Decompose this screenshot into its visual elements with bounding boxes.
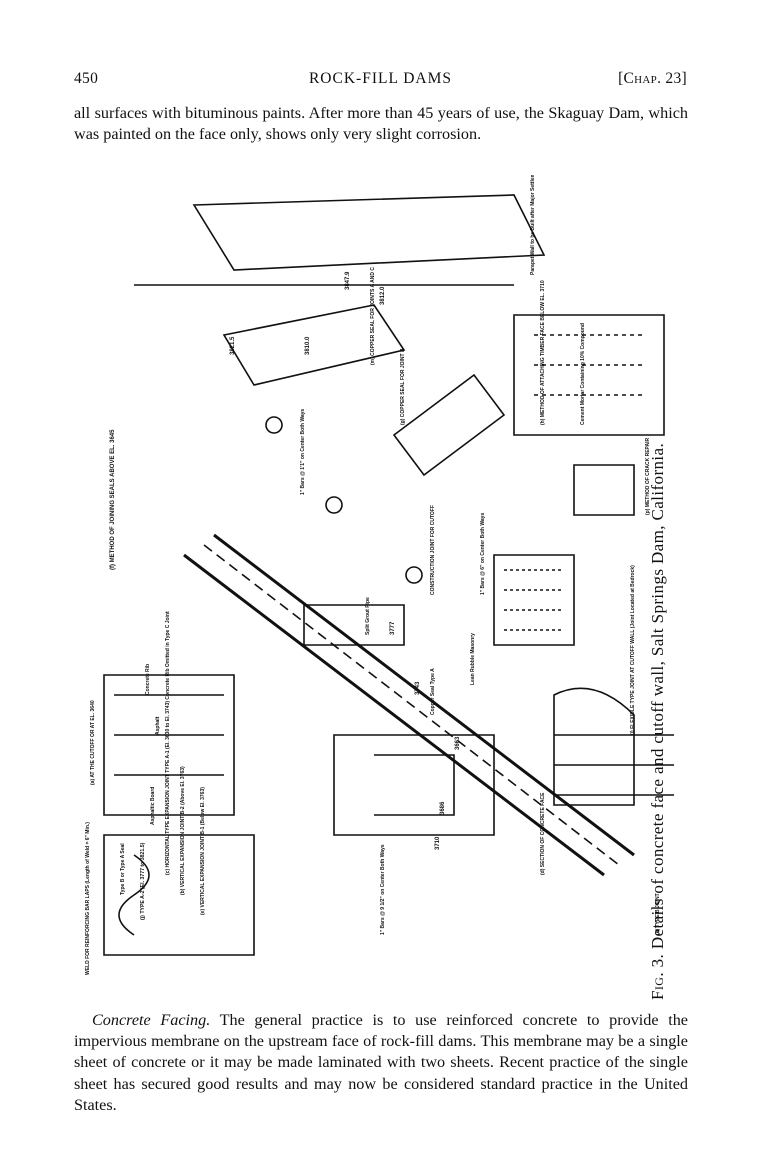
figure-drawing: (f) METHOD OF JOINING SEALS ABOVE EL. 36… [85,175,674,975]
figure-label-d: (d) SECTION OF CONCRETE FACE [540,792,546,875]
figure-label-mortar: Cement Mortar Containing 10% Compound [580,323,586,425]
figure-label-c: (c) HORIZONTAL TYPE EXPANSION JOINT TYPE… [165,611,171,875]
figure-label-el6: 3743 [415,681,421,695]
running-title: ROCK-FILL DAMS [308,70,453,87]
engineering-figure: (f) METHOD OF JOINING SEALS ABOVE EL. 36… [74,175,679,995]
figure-label-g: (g) COPPER SEAL FOR JOINT B [400,348,406,425]
figure-label-a: (a) AT THE CUTOFF OR AT EL. 3640 [90,700,96,785]
drawing-seal-inner [374,754,455,816]
drawing-joint-detail [303,604,405,646]
figure-label-bars2: 1" Bars @ 6" on Center Both Ways [480,513,486,595]
figure-number: Fig. 3. [648,953,667,1000]
figure-label-typeb: Type B or Type A Seal [120,843,126,895]
figure-caption-text: Details of concrete face and cutoff wall… [648,442,667,950]
drawing-cutoff-wall [553,687,635,806]
figure-label-el7: 3663 [455,736,461,750]
page-header: 450 ROCK-FILL DAMS [Chap. 23] [74,70,687,92]
figure-label-j: (j) TYPE A-2 (El. 3777 to 3821.5) [140,842,146,920]
figure-label-parapet: Parapet Wall to be Built after Major Set… [530,175,536,275]
figure-label-h: (h) METHOD OF ATTACHING TIMBER FACE BELO… [540,280,546,425]
drawing-slab-mid [392,373,506,477]
figure-label-el5: 3777 [390,621,396,635]
paragraph-bottom: Concrete Facing. The general practice is… [74,1010,688,1116]
drawing-face-line-2 [213,533,635,857]
figure-label-el2: 3810.0 [305,336,311,355]
figure-label-el9: 3710 [435,836,441,850]
drawing-rubble [493,554,575,646]
drawing-slab-upper [222,304,406,386]
drawing-joint-lines [554,734,674,796]
figure-label-i: (i) FLEXIBLE TYPE JOINT AT CUTOFF WALL (… [630,565,636,735]
drawing-joint-b [103,674,235,816]
drawing-bar-dot [265,416,283,434]
figure-label-el8: 3686 [440,801,446,815]
figure-label-el4: 3812.0 [380,286,386,305]
figure-label-p: (p) METHOD OF CRACK REPAIR [645,437,651,515]
drawing-copper-seal [333,734,495,836]
figure-label-bars3: 1" Bars @ 9 1/2" on Center Both Ways [380,844,386,935]
chapter-label: [Chap. 23] [618,70,687,87]
figure-label-rib: Concrete Rib [145,664,151,695]
drawing-face-center [203,544,620,866]
figure-label-board: Asphaltic Board [150,787,156,825]
drawing-seal-curve [118,854,150,936]
drawing-bar-dot [405,566,423,584]
figure-label-copper: Copper Seal Type A [430,668,436,715]
figure-label-el1: 3821.5 [230,336,236,355]
figure-label-f: (f) METHOD OF JOINING SEALS ABOVE EL. 36… [110,429,116,570]
drawing-crack-repair [573,464,635,516]
figure-label-weld: WELD FOR REINFORCING BAR LAPS (Length of… [85,822,91,975]
figure-label-el3: 3847.9 [345,271,351,290]
drawing-joint-b-lines [114,694,224,776]
figure-label-grout: Split Grout Pipe [365,597,371,635]
page-number: 450 [74,70,99,87]
figure-label-k: (k) TYPE B JOINT [655,893,661,935]
drawing-timber-face [513,314,665,436]
figure-label-b: (b) VERTICAL EXPANSION JOINT B-2 (Above … [180,766,186,895]
figure-label-cj: CONSTRUCTION JOINT FOR CUTOFF [430,505,436,595]
figure-label-asphalt: Asphalt [155,716,161,735]
drawing-face-line [183,553,605,877]
drawing-joint-a [103,834,255,956]
figure-label-m: (m) COPPER SEAL FOR JOINTS A AND C [370,267,376,365]
figure-label-bars1: 1" Bars @ 1'1" on Center Both Ways [300,409,306,495]
drawing-rubble-hatch [504,569,564,631]
drawing-bar-dot [325,496,343,514]
figure-label-e: (e) VERTICAL EXPANSION JOINT B-1 (Below … [200,787,206,915]
drawing-top-section [192,194,546,271]
drawing-timber-lines [534,334,644,396]
paragraph-top: all surfaces with bituminous paints. Aft… [74,104,688,144]
figure-caption: Fig. 3. Details of concrete face and cut… [648,443,668,1000]
figure-label-lean: Lean Rubble Masonry [470,633,476,685]
paragraph-body: The general practice is to use reinforce… [74,1011,688,1114]
paragraph-lead: Concrete Facing. [92,1011,211,1029]
